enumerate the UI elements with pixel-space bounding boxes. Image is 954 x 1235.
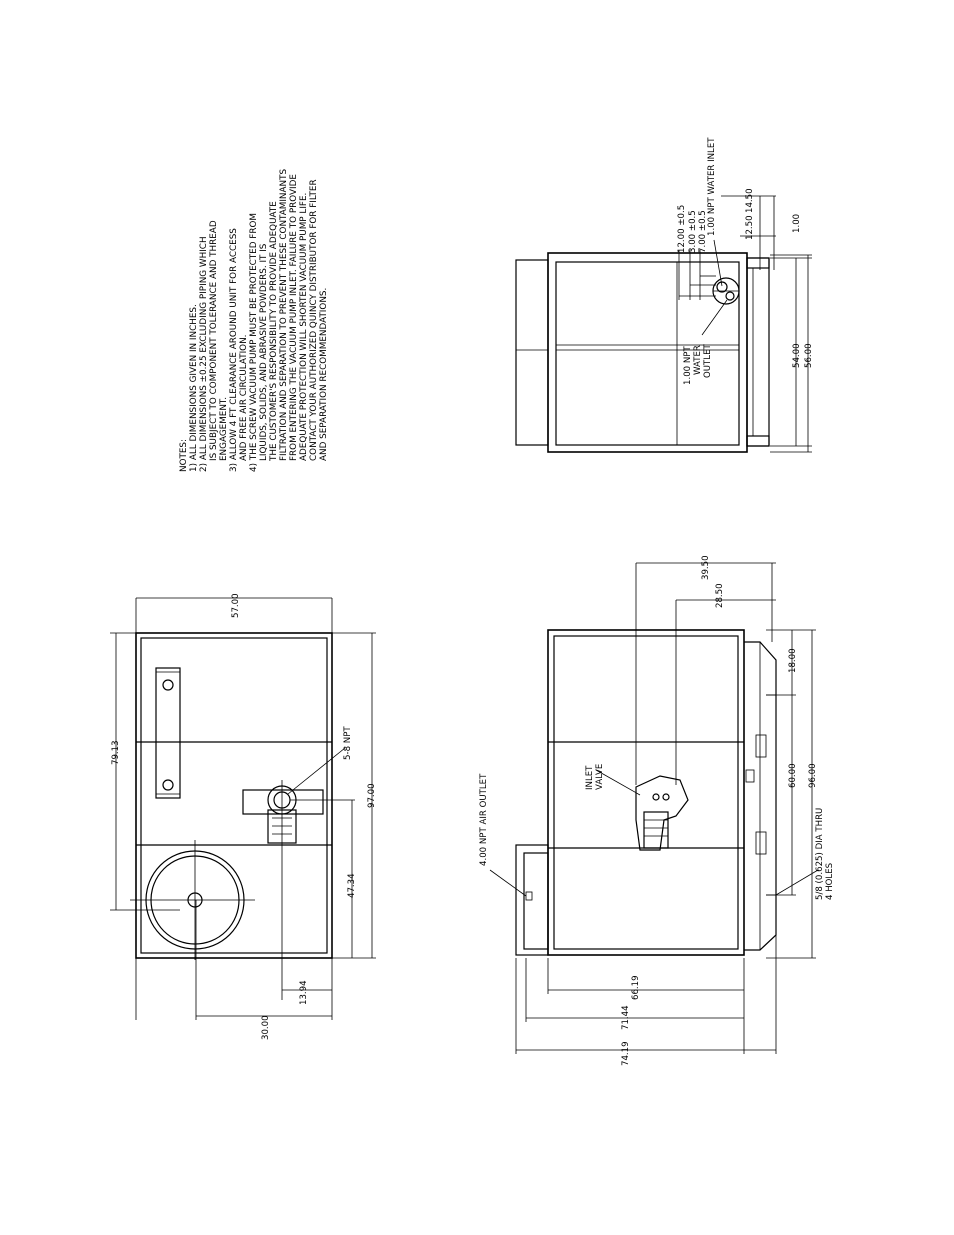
dim-1-label: 1.00 (792, 214, 802, 233)
dim-7-label: 7.00 ±0.5 (698, 210, 708, 253)
water-outlet-label: WATER (693, 345, 703, 375)
inlet-valve-label: INLET (585, 765, 595, 790)
dim-60-label: 60.00 (788, 763, 798, 788)
dim-96-label: 96.00 (808, 763, 818, 788)
note-line: CONTACT YOUR AUTHORIZED QUINCY DISTRIBUT… (309, 179, 319, 461)
dim-97-label: 97.00 (367, 783, 377, 808)
note-line: 2) ALL DIMENSIONS ±0.25 EXCLUDING PIPING… (199, 236, 209, 472)
front-view-body (547, 629, 745, 956)
note-line: LIQUIDS, SOLIDS, AND ABRASIVE POWDERS. I… (259, 243, 269, 461)
dim-3950-label: 39.50 (701, 555, 711, 580)
dim-2850-label: 28.50 (715, 583, 725, 608)
dim-7419-label: 74.19 (621, 1041, 631, 1066)
dim-54-label: 54.00 (792, 343, 802, 368)
holes-label: 5/8 (0.625) DIA THRU (815, 808, 825, 900)
water-inlet-label: 1.00 NPT WATER INLET (707, 137, 717, 236)
dim-4734-label: 47.34 (347, 873, 357, 898)
dim-57-label: 57.00 (231, 593, 241, 618)
top-view-body (135, 632, 333, 959)
dim-12-label: 12.00 ±0.5 (677, 205, 687, 253)
dim-1250-label: 12.50 (745, 215, 755, 240)
side-view: 12.00 ±0.5 3.00 ±0.5 7.00 ±0.5 1.00 NPT … (515, 137, 814, 453)
note-line: IS SUBJECT TO COMPONENT TOLERANCE AND TH… (209, 220, 219, 461)
note-line: FILTRATION AND SEPARATION TO PREVENT THE… (279, 169, 289, 461)
holes-label: 4 HOLES (825, 863, 835, 900)
note-line: 3) ALLOW 4 FT CLEARANCE AROUND UNIT FOR … (229, 228, 239, 472)
dim-1450-label: 14.50 (745, 188, 755, 213)
dim-1394-label: 13.94 (299, 980, 309, 1005)
notes-title: NOTES: (179, 439, 189, 472)
dim-3-label: 3.00 ±0.5 (688, 210, 698, 253)
note-line: AND SEPARATION RECOMMENDATIONS. (319, 288, 329, 461)
dim-7144-label: 71.44 (621, 1005, 631, 1030)
dim-56-label: 56.00 (804, 343, 814, 368)
front-view: INLET VALVE 39.50 28.50 18.00 60.00 96.0… (479, 555, 835, 1066)
note-line: ADEQUATE PROTECTION WILL SHORTEN VACUUM … (299, 193, 309, 461)
inlet-valve (635, 775, 689, 851)
note-line: 4) THE SCREW VACUUM PUMP MUST BE PROTECT… (249, 213, 259, 472)
side-view-body (547, 252, 748, 453)
note-line: 1) ALL DIMENSIONS GIVEN IN INCHES. (189, 304, 199, 472)
top-view: 5-8 NPT 57.00 79.13 97.00 47.34 13.94 30… (110, 593, 377, 1040)
pipe (155, 667, 181, 799)
dim-18-label: 18.00 (788, 648, 798, 673)
npt-58-label: 5-8 NPT (343, 726, 353, 760)
air-outlet-label: 4.00 NPT AIR OUTLET (479, 773, 489, 866)
note-line: FROM ENTERING THE VACUUM PUMP INLET. FAI… (289, 174, 299, 461)
water-outlet-label: 1.00 NPT (683, 346, 693, 385)
dim-30-label: 30.00 (261, 1015, 271, 1040)
inlet-valve-label: VALVE (595, 764, 605, 790)
dim-7913-label: 79.13 (111, 740, 121, 765)
side-view-cap (515, 259, 549, 446)
dim-6619-label: 66.19 (631, 975, 641, 1000)
base-skid (744, 641, 777, 951)
water-outlet-label: OUTLET (703, 343, 713, 378)
side-view-panel (555, 261, 740, 446)
notes-block: NOTES: 1) ALL DIMENSIONS GIVEN IN INCHES… (179, 169, 329, 472)
note-line: THE CUSTOMER'S RESPONSIBILITY TO PROVIDE… (269, 201, 279, 462)
note-line: AND FREE AIR CIRCULATION. (239, 335, 249, 461)
note-line: ENGAGEMENT. (219, 397, 229, 461)
